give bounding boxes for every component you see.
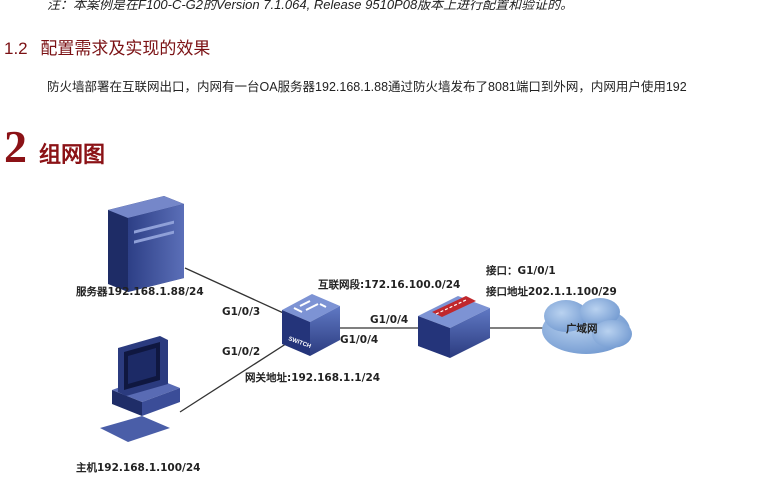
network-diagram: SWITCH 广域网 服务器192.168.1.88/24 G1/0/3 G1/… (76, 196, 632, 474)
host-address-label: 主机192.168.1.100/24 (76, 461, 200, 474)
requirement-paragraph: 防火墙部署在互联网出口，内网有一台OA服务器192.168.1.88通过防火墙发… (47, 80, 687, 94)
switch-icon: SWITCH (282, 294, 340, 356)
switch-port-g1-0-4-label: G1/0/4 (340, 334, 378, 346)
gateway-address-label: 网关地址:192.168.1.1/24 (245, 371, 380, 384)
section-2-heading: 2 组网图 (4, 120, 105, 173)
section-title: 配置需求及实现的效果 (40, 39, 211, 58)
server-icon (108, 196, 184, 292)
wan-cloud-icon: 广域网 (542, 298, 632, 354)
port-g1-0-3-label: G1/0/3 (222, 306, 260, 318)
interface-address-label: 接口地址202.1.1.100/29 (486, 285, 617, 298)
section-number: 1.2 (4, 39, 28, 58)
link-server-switch (184, 267, 291, 317)
port-g1-0-2-label: G1/0/2 (222, 346, 260, 358)
section-number: 2 (4, 121, 27, 172)
version-note: 注：本案例是在F100-C-G2的Version 7.1.064, Releas… (47, 0, 574, 12)
link-host-switch (179, 339, 293, 413)
section-1-2-heading: 1.2 配置需求及实现的效果 (4, 34, 210, 59)
section-title: 组网图 (39, 142, 106, 168)
interface-label: 接口：G1/0/1 (486, 264, 556, 277)
host-computer-icon (100, 336, 180, 442)
server-address-label: 服务器192.168.1.88/24 (76, 285, 204, 298)
firewall-port-g1-0-4-label: G1/0/4 (370, 314, 408, 326)
firewall-icon (418, 296, 490, 358)
interconnect-segment-label: 互联网段:172.16.100.0/24 (318, 278, 460, 291)
wan-label: 广域网 (566, 322, 598, 335)
